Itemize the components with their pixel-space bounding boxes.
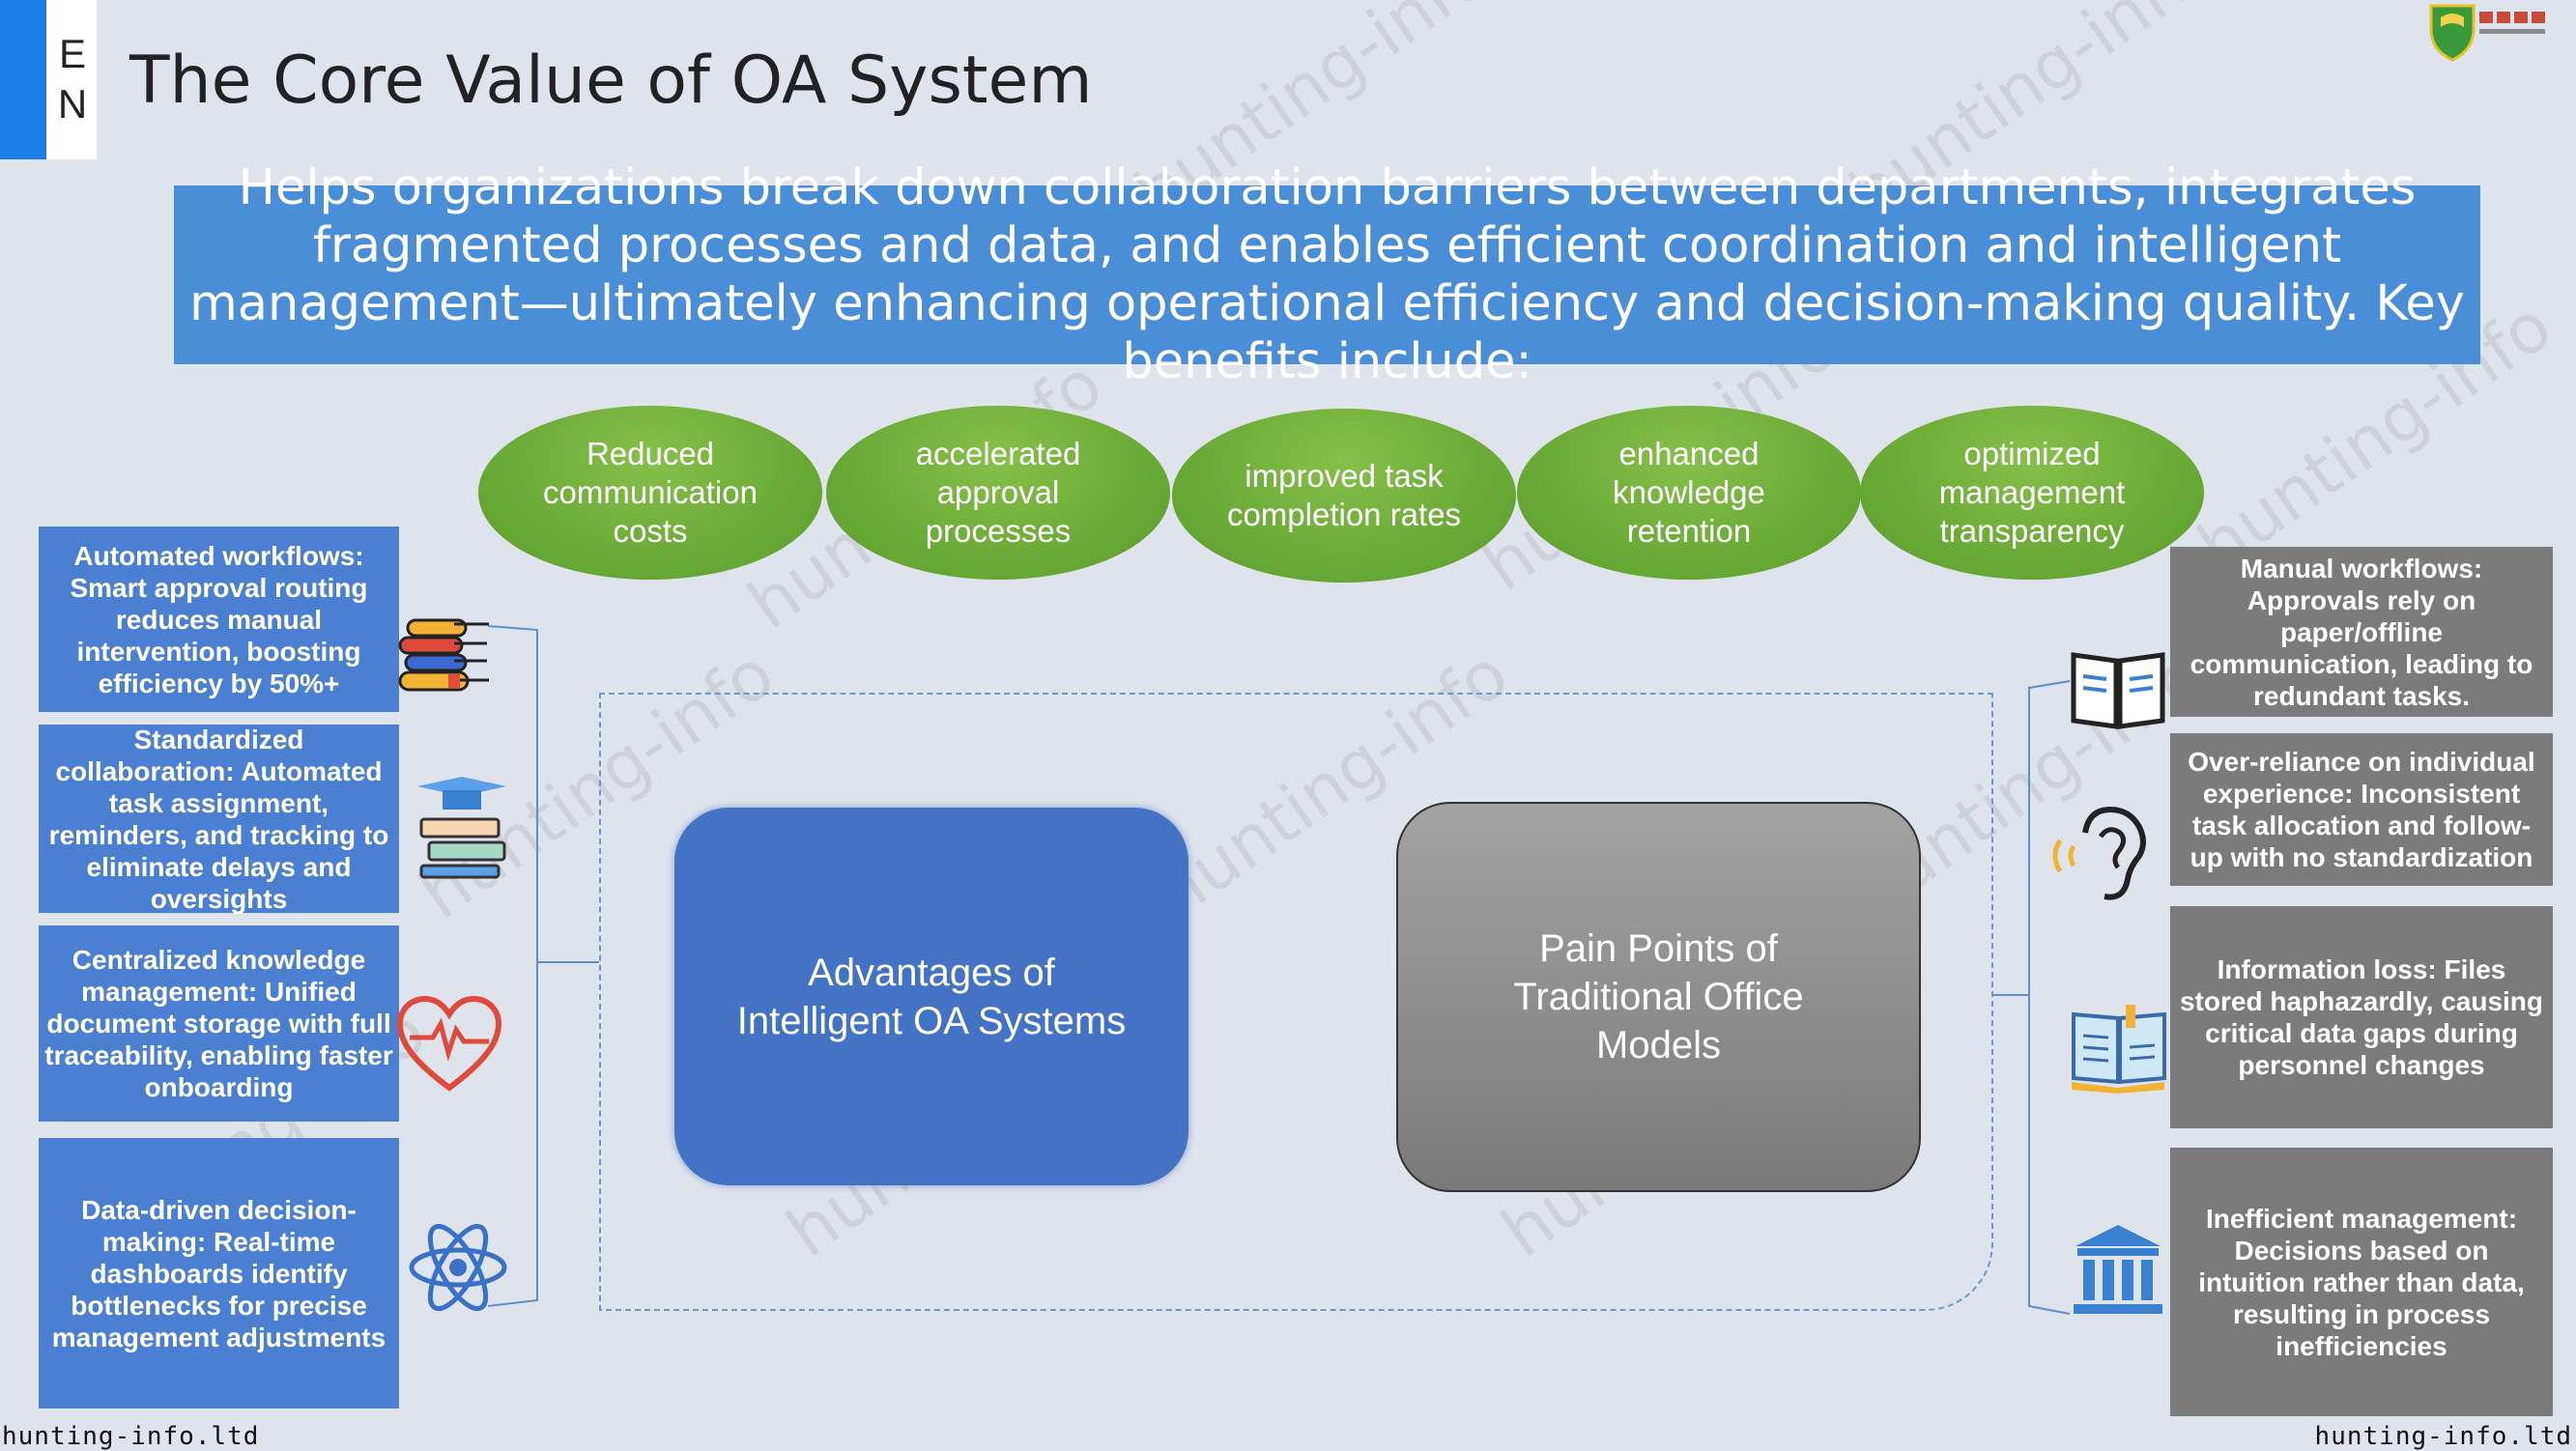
graduation-books-icon	[417, 777, 506, 879]
advantage-item: Data-driven decision-making: Real-time d…	[39, 1138, 399, 1408]
benefit-oval-transparency: optimized management transparency	[1860, 406, 2204, 580]
benefit-oval-communication: Reduced communication costs	[478, 406, 822, 580]
language-tab-label: E N	[57, 31, 88, 127]
advantages-box: Advantages of Intelligent OA Systems	[674, 808, 1188, 1185]
page-title: The Core Value of OA System	[129, 43, 1093, 119]
heartbeat-icon	[396, 995, 502, 1092]
footer-right-url[interactable]: hunting-info.ltd	[2314, 1422, 2572, 1451]
pain-points-box: Pain Points of Traditional Office Models	[1396, 802, 1921, 1192]
benefit-oval-approval: accelerated approval processes	[826, 406, 1170, 580]
footer-left-url[interactable]: hunting-info.ltd	[2, 1422, 260, 1451]
comparison-frame	[599, 693, 1993, 1311]
open-book-icon	[2071, 652, 2165, 729]
pain-point-item: Manual workflows: Approvals rely on pape…	[2170, 547, 2553, 717]
atom-icon	[409, 1223, 507, 1312]
pain-point-item: Information loss: Files stored haphazard…	[2170, 906, 2553, 1128]
advantage-item: Automated workflows: Smart approval rout…	[39, 526, 399, 712]
reading-book-icon	[2072, 1005, 2166, 1094]
intro-banner: Helps organizations break down collabora…	[174, 159, 2480, 390]
pain-point-item: Inefficient management: Decisions based …	[2170, 1148, 2553, 1416]
advantage-item: Centralized knowledge management: Unifie…	[39, 925, 399, 1122]
benefit-oval-task: improved task completion rates	[1172, 409, 1516, 583]
bank-icon	[2074, 1225, 2162, 1314]
benefit-oval-knowledge: enhanced knowledge retention	[1517, 406, 1861, 580]
company-logo	[2429, 4, 2545, 62]
intro-banner-text: Helps organizations break down collabora…	[189, 158, 2465, 390]
books-icon	[398, 618, 489, 692]
ear-icon	[2052, 806, 2146, 900]
pain-point-item: Over-reliance on individual experience: …	[2170, 733, 2553, 886]
advantage-item: Standardized collaboration: Automated ta…	[39, 725, 399, 914]
language-tab-accent	[0, 0, 46, 159]
